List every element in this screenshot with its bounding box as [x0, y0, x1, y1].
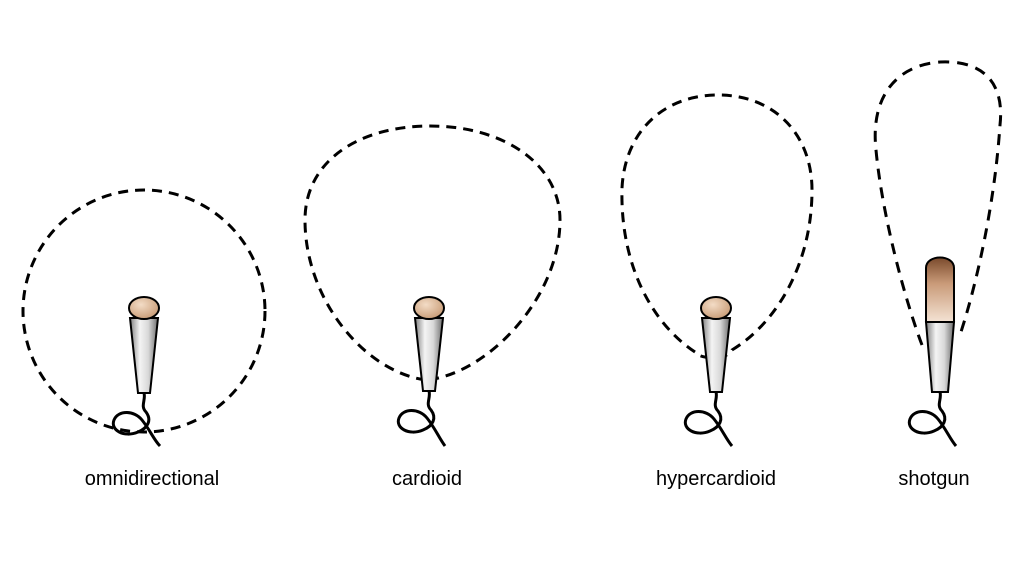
omnidirectional-label: omnidirectional [85, 468, 220, 490]
cardioid-pickup-pattern [303, 124, 562, 382]
hypercardioid-label: hypercardioid [656, 468, 776, 490]
hypercardioid-microphone-icon [683, 296, 734, 447]
pattern-cardioid: cardioid [303, 124, 562, 490]
shotgun-pickup-pattern [873, 60, 1003, 346]
omnidirectional-pickup-pattern [21, 188, 267, 434]
pattern-shotgun: shotgun [873, 60, 1003, 490]
hypercardioid-pickup-pattern [620, 93, 814, 360]
cardioid-microphone-icon [396, 296, 447, 447]
pattern-hypercardioid: hypercardioid [620, 93, 814, 490]
pattern-omnidirectional: omnidirectional [21, 188, 267, 490]
cardioid-label: cardioid [392, 468, 462, 490]
shotgun-label: shotgun [898, 468, 969, 490]
shotgun-microphone-icon [907, 256, 958, 447]
omnidirectional-microphone-icon [111, 296, 162, 448]
